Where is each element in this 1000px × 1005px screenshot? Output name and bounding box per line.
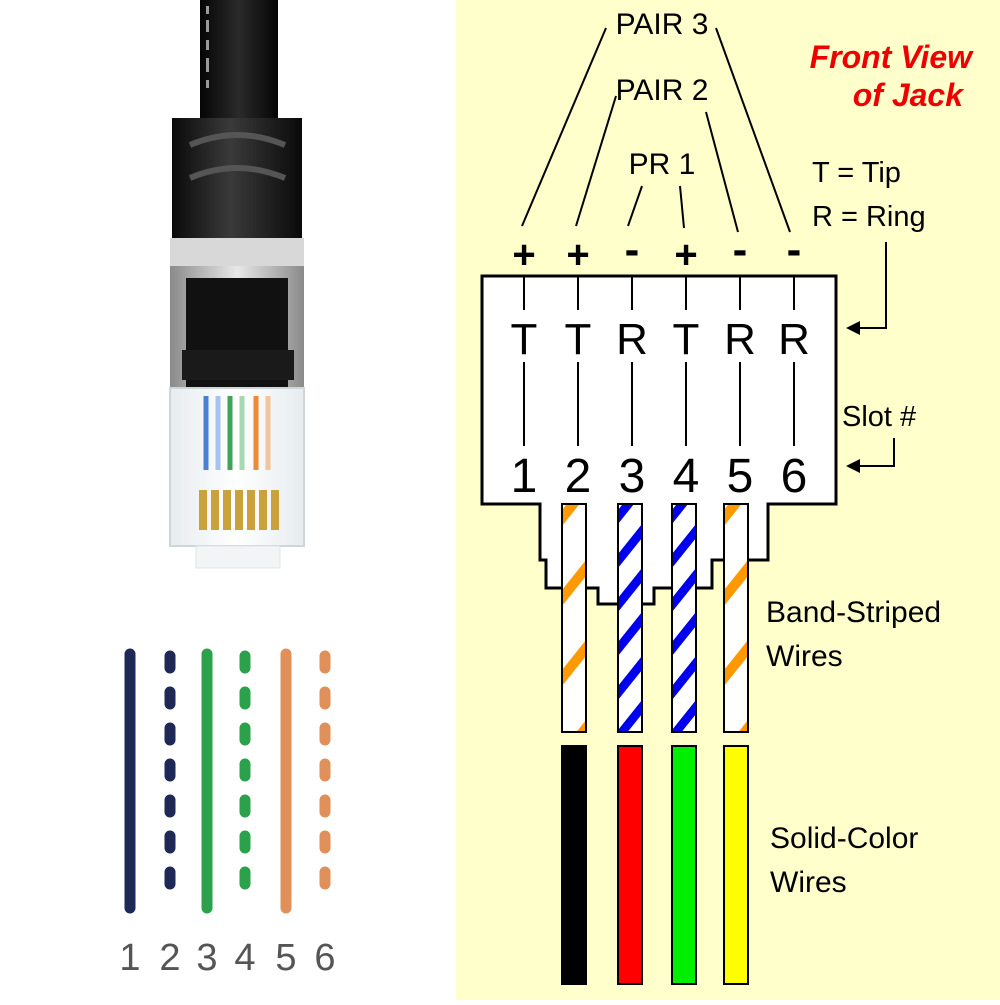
solid-wire-2 bbox=[617, 745, 643, 985]
cable-print bbox=[206, 6, 209, 88]
solid-label-line2: Wires bbox=[770, 866, 847, 899]
striped-wire-1 bbox=[562, 504, 586, 732]
pinout-number-1: 1 bbox=[119, 937, 140, 979]
pinout-number-6: 6 bbox=[314, 937, 335, 979]
plug-wires bbox=[203, 396, 271, 470]
jack-diagram: Front View of Jack PAIR 3 PAIR 2 PR 1 T … bbox=[480, 8, 974, 985]
pinout-number-3: 3 bbox=[196, 937, 217, 979]
legend-arrows bbox=[856, 242, 895, 467]
pinout-number-4: 4 bbox=[234, 937, 255, 979]
pair-lines bbox=[521, 27, 791, 233]
polarity-2: + bbox=[566, 233, 589, 277]
pinout-wires bbox=[124, 648, 331, 914]
solid-label-line1: Solid-Color bbox=[770, 822, 918, 855]
right-panel: Front View of Jack PAIR 3 PAIR 2 PR 1 T … bbox=[456, 0, 1000, 1000]
slot-number-6: 6 bbox=[781, 450, 808, 503]
diagram-title-line2: of Jack bbox=[853, 77, 965, 113]
connector-boot bbox=[172, 118, 302, 238]
striped-wire-4 bbox=[724, 504, 748, 732]
pin-letter-6: R bbox=[778, 315, 810, 364]
slot-number-5: 5 bbox=[727, 450, 754, 503]
pin-letter-3: R bbox=[616, 315, 648, 364]
slot-number-1: 1 bbox=[511, 450, 538, 503]
legend-ring: R = Ring bbox=[812, 201, 926, 233]
solid-wire-4 bbox=[723, 745, 749, 985]
cable bbox=[200, 0, 278, 118]
slot-number-3: 3 bbox=[619, 450, 646, 503]
pair2-label: PAIR 2 bbox=[616, 74, 709, 107]
polarity-1: + bbox=[512, 233, 535, 277]
jack-pins: +T1+T2-R3+T4-R5-R6 bbox=[511, 225, 810, 503]
pair3-label: PAIR 3 bbox=[616, 8, 709, 41]
pinout-number-2: 2 bbox=[159, 937, 180, 979]
polarity-3: - bbox=[625, 225, 640, 274]
striped-wire-2 bbox=[618, 504, 642, 732]
plug-contacts bbox=[199, 490, 279, 530]
band-striped-wires bbox=[561, 503, 749, 733]
pin-letter-1: T bbox=[511, 315, 538, 364]
band-label-line1: Band-Striped bbox=[766, 596, 941, 629]
band-label-line2: Wires bbox=[766, 640, 843, 673]
arrow-head-pins bbox=[846, 321, 860, 335]
legend-slot: Slot # bbox=[842, 401, 916, 433]
solid-color-wires bbox=[561, 745, 749, 985]
slot-number-2: 2 bbox=[565, 450, 592, 503]
legend-tip: T = Tip bbox=[812, 157, 901, 189]
arrow-head-slots bbox=[846, 459, 860, 473]
pinout-number-5: 5 bbox=[275, 937, 296, 979]
diagram-title-line1: Front View bbox=[810, 39, 974, 75]
polarity-5: - bbox=[733, 225, 748, 274]
pin-letter-4: T bbox=[673, 315, 700, 364]
pr1-label: PR 1 bbox=[629, 148, 696, 181]
pin-letter-5: R bbox=[724, 315, 756, 364]
pin-letter-2: T bbox=[565, 315, 592, 364]
solid-wire-3 bbox=[671, 745, 697, 985]
slot-number-4: 4 bbox=[673, 450, 700, 503]
polarity-6: - bbox=[787, 225, 802, 274]
striped-wire-3 bbox=[672, 504, 696, 732]
polarity-4: + bbox=[674, 233, 697, 277]
solid-wire-1 bbox=[561, 745, 587, 985]
